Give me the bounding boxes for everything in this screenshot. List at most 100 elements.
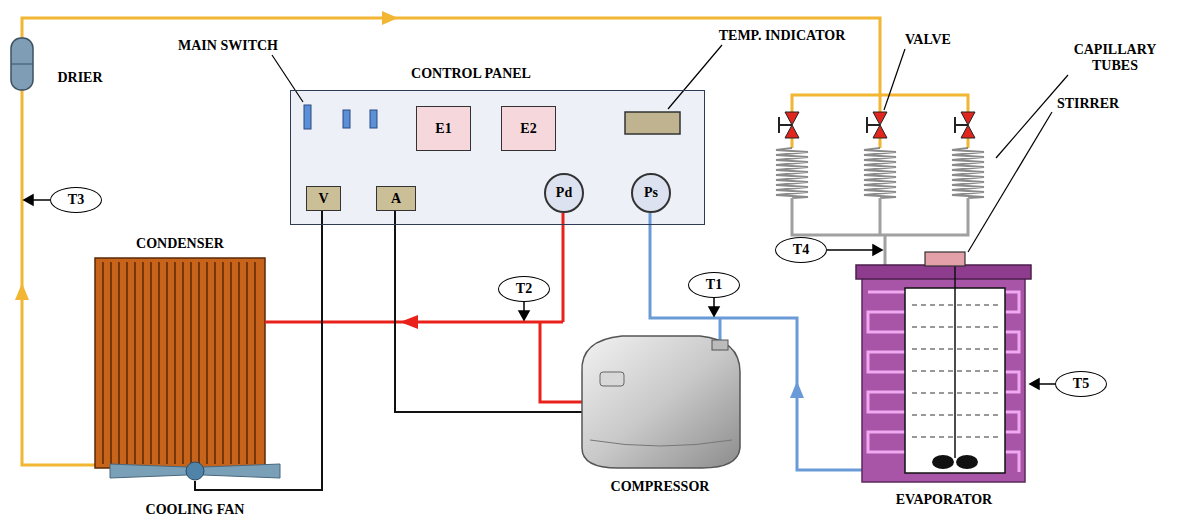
condenser-fin [103, 262, 255, 464]
valve-symbol [779, 112, 975, 138]
capillary-coil [776, 148, 984, 198]
capillary-coil [776, 148, 808, 198]
wire [195, 211, 582, 490]
part-label: DRIER [55, 70, 104, 86]
part-label: EVAPORATOR [894, 492, 994, 508]
valve-symbol [867, 124, 880, 126]
wire [395, 211, 582, 412]
condenser-fin [198, 262, 199, 464]
instrument-label: T4 [793, 242, 809, 258]
part-label: VALVE [903, 32, 953, 48]
energy-meter: E2 [501, 106, 556, 151]
compressor-drawing [600, 372, 624, 386]
temp-indicator [625, 112, 680, 134]
liquid-line [22, 18, 880, 465]
evaporator-drawing [856, 265, 1031, 279]
liquid-line [792, 95, 968, 112]
compressor-drawing [582, 336, 740, 468]
instrument-label: T3 [68, 192, 84, 208]
panel-heading: CONTROL PANEL [411, 66, 531, 82]
part-label: COMPRESSOR [609, 479, 712, 495]
main-switch [343, 110, 350, 128]
valve-symbol [873, 125, 887, 138]
energy-meter: E1 [416, 106, 471, 151]
drier-symbol [11, 64, 33, 65]
temperature-point: T1 [688, 272, 740, 298]
pressure-gauge: Pd [544, 173, 584, 213]
sensor-pointer [709, 307, 719, 316]
valve-symbol [785, 125, 799, 138]
cooling-fan [110, 462, 280, 480]
condenser-fin [118, 262, 119, 464]
condenser-fin [174, 262, 175, 464]
condenser-fin [246, 262, 247, 464]
instrument-label: T5 [1073, 376, 1089, 392]
part-label: MAIN SWITCH [176, 38, 280, 54]
main-switch [304, 105, 377, 129]
instrument-label: T1 [706, 277, 722, 293]
cooling-fan [203, 464, 280, 478]
temperature-point: T5 [1055, 371, 1107, 397]
valve-symbol [961, 112, 975, 125]
cooling-fan [186, 462, 204, 480]
part-label: TEMP. INDICATOR [717, 28, 848, 44]
wire [195, 211, 322, 490]
leader-line [884, 49, 905, 110]
leader-line [668, 45, 722, 109]
control-panel-ground [290, 90, 705, 225]
discharge-line [562, 213, 565, 322]
compressor-drawing [590, 440, 732, 446]
flow-arrow [15, 11, 398, 300]
valve-symbol [961, 125, 975, 138]
condenser-fin [102, 262, 103, 464]
stirrer-motor [925, 252, 965, 266]
instrument-label: E1 [435, 121, 451, 137]
valve-symbol [778, 117, 780, 133]
pressure-gauge: Ps [631, 173, 671, 213]
liquid-line [792, 138, 968, 148]
ammeter: A [376, 186, 416, 211]
condenser-fin [238, 262, 239, 464]
evaporator-drawing [862, 278, 1025, 482]
temperature-point: T4 [775, 237, 827, 263]
flow-arrow [382, 11, 398, 25]
sensor-pointer [32, 199, 50, 201]
evaporator-drawing [956, 455, 978, 469]
sensor-pointer [873, 245, 882, 255]
sensor-pointer [519, 311, 529, 320]
main-switch [304, 105, 311, 129]
condenser-fin [150, 262, 151, 464]
evaporator-drawing [932, 455, 954, 469]
valve-symbol [779, 124, 792, 126]
main-switch [370, 110, 377, 128]
compressor-drawing [582, 336, 740, 468]
part-label: COOLING FAN [144, 502, 247, 518]
condenser-fin [190, 262, 191, 464]
sensor-pointer [24, 195, 33, 205]
leader-line [272, 45, 1068, 252]
evaporator-drawing [954, 266, 956, 458]
sensor-pointer [1038, 383, 1055, 385]
cooling-fan [110, 464, 187, 478]
flow-arrow [15, 283, 29, 300]
capillary-coil [864, 148, 896, 198]
instrument-label: Ps [644, 185, 658, 201]
condenser-fin [254, 262, 255, 464]
instrument-label: A [391, 191, 401, 207]
condenser-fin [110, 262, 111, 464]
discharge-line [540, 322, 582, 402]
evaporator-drawing [856, 265, 1031, 482]
temperature-point: T3 [50, 187, 102, 213]
sensor-pointer [1030, 379, 1039, 389]
condenser-fin [206, 262, 207, 464]
condenser-fin [230, 262, 231, 464]
voltmeter: V [306, 186, 341, 211]
instrument-label: T2 [516, 281, 532, 297]
valve-symbol [785, 112, 799, 125]
drier-symbol [11, 38, 33, 90]
temperature-point: T2 [498, 276, 550, 302]
part-label: CONDENSER [134, 236, 226, 252]
valve-symbol [955, 124, 968, 126]
condenser-body [95, 258, 265, 468]
liquid-line [879, 95, 882, 112]
